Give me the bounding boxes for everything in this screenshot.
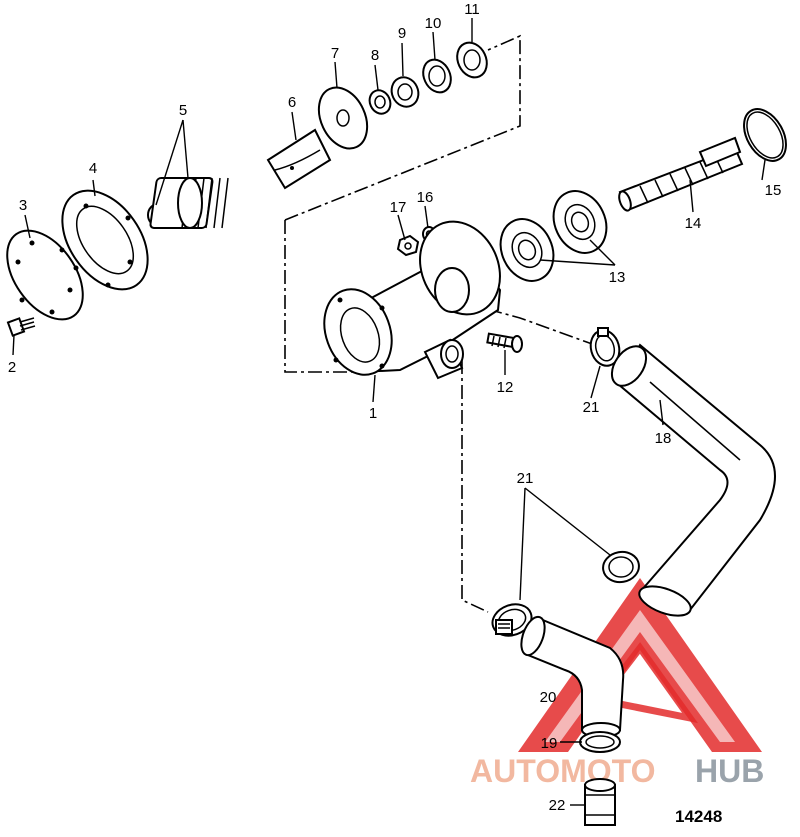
part-15-o-ring bbox=[743, 108, 787, 162]
part-21-clamp-lower bbox=[491, 603, 533, 637]
callout-16: 16 bbox=[417, 189, 434, 206]
part-10-seal bbox=[422, 58, 452, 94]
part-6-plate bbox=[266, 128, 332, 190]
callout-1: 1 bbox=[369, 405, 377, 422]
part-18-hose bbox=[610, 343, 776, 617]
part-22-fitting bbox=[584, 778, 616, 826]
callout-8: 8 bbox=[371, 47, 379, 64]
callout-14: 14 bbox=[685, 215, 702, 232]
callout-18: 18 bbox=[655, 430, 672, 447]
part-13-bearing-rear bbox=[552, 190, 608, 254]
callout-7: 7 bbox=[331, 45, 339, 62]
part-12-screw bbox=[486, 332, 523, 353]
part-14-shaft bbox=[618, 136, 744, 212]
callout-3: 3 bbox=[19, 197, 27, 214]
part-4-gasket bbox=[61, 189, 149, 291]
callout-10: 10 bbox=[425, 15, 442, 32]
watermark-logo: AUTOMOTO HUB bbox=[470, 578, 764, 789]
callout-21-upper: 21 bbox=[583, 399, 600, 416]
callout-21-lower: 21 bbox=[517, 470, 534, 487]
part-7-wear-plate bbox=[317, 86, 369, 150]
part-11-seal bbox=[456, 41, 488, 79]
callout-12: 12 bbox=[497, 379, 514, 396]
callout-9: 9 bbox=[398, 25, 406, 42]
watermark-text-hub: HUB bbox=[695, 753, 764, 789]
callout-11: 11 bbox=[464, 1, 480, 18]
callout-4: 4 bbox=[89, 160, 97, 177]
part-1-pump-housing bbox=[323, 220, 502, 380]
callout-13: 13 bbox=[609, 269, 626, 286]
callout-20: 20 bbox=[540, 689, 557, 706]
callout-15: 15 bbox=[765, 182, 782, 199]
watermark-text-automoto: AUTOMOTO bbox=[470, 753, 655, 789]
callout-17: 17 bbox=[390, 199, 407, 216]
part-19-clamp bbox=[579, 731, 621, 753]
callout-19: 19 bbox=[541, 735, 558, 752]
callout-6: 6 bbox=[288, 94, 296, 111]
part-17-nut bbox=[396, 234, 420, 257]
part-3-cover bbox=[6, 229, 84, 321]
part-13-bearing-front bbox=[499, 218, 555, 282]
part-20-elbow bbox=[520, 615, 625, 738]
part-5-impeller bbox=[147, 177, 229, 229]
part-9-washer bbox=[390, 76, 420, 108]
callout-5: 5 bbox=[179, 102, 187, 119]
part-21-clamp-upper bbox=[589, 327, 621, 367]
callout-2: 2 bbox=[8, 359, 16, 376]
leader-lines bbox=[12, 18, 766, 806]
callout-22: 22 bbox=[549, 797, 566, 814]
part-8-seal bbox=[368, 89, 392, 115]
part-2-screw bbox=[6, 317, 36, 337]
callout-labels: 2 3 4 5 6 7 8 9 10 11 15 14 13 16 17 1 1… bbox=[8, 1, 782, 814]
part-21-clamp-middle bbox=[602, 550, 640, 584]
figure-number: 14248 bbox=[675, 807, 722, 826]
